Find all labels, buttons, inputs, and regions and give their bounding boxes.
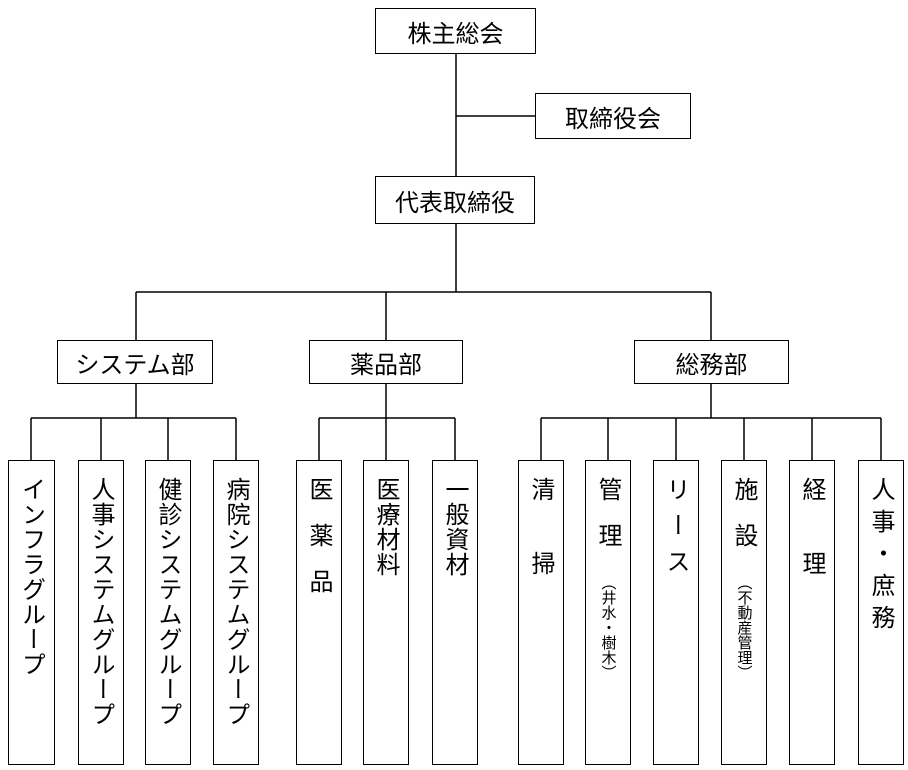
cleaning-label: 清掃 (527, 477, 555, 625)
facility-label: 施設 (730, 477, 758, 569)
medicine-label: 医薬品 (305, 477, 333, 615)
facility-note: （不動産管理） (735, 575, 754, 680)
accounting-label: 経理 (798, 477, 826, 625)
general-affairs-department-label: 総務部 (675, 350, 748, 379)
representative-director-label: 代表取締役 (395, 188, 515, 217)
pharmaceutical-department-label: 薬品部 (350, 350, 422, 379)
cleaning-box: 清掃 (518, 460, 564, 765)
hr-general-affairs-label: 人事・庶務 (867, 477, 895, 637)
hr-system-group-label: 人事システムグループ (87, 477, 115, 727)
lease-box: リース (653, 460, 699, 765)
system-department-box: システム部 (57, 340, 213, 384)
hr-general-affairs-box: 人事・庶務 (858, 460, 904, 765)
management-label: 管理 (594, 477, 622, 569)
shareholders-meeting-box: 株主総会 (375, 8, 536, 54)
system-department-label: システム部 (75, 350, 195, 379)
accounting-box: 経理 (789, 460, 835, 765)
health-checkup-system-group-label: 健診システムグループ (154, 477, 182, 727)
board-of-directors-label: 取締役会 (565, 104, 661, 133)
medicine-box: 医薬品 (296, 460, 342, 765)
shareholders-meeting-label: 株主総会 (407, 19, 504, 48)
lease-label: リース (662, 477, 690, 585)
pharmaceutical-department-box: 薬品部 (309, 340, 463, 384)
general-materials-label: 一般資材 (441, 477, 469, 577)
general-affairs-department-box: 総務部 (634, 340, 789, 384)
representative-director-box: 代表取締役 (375, 176, 535, 224)
infra-group-label: インフラグループ (17, 477, 46, 677)
general-materials-box: 一般資材 (432, 460, 478, 765)
infra-group-box: インフラグループ (8, 460, 55, 765)
hospital-system-group-box: 病院システムグループ (213, 460, 259, 765)
health-checkup-system-group-box: 健診システムグループ (145, 460, 191, 765)
medical-materials-box: 医療材料 (363, 460, 409, 765)
management-note: （井水・樹木） (599, 575, 618, 680)
board-of-directors-box: 取締役会 (535, 93, 691, 139)
medical-materials-label: 医療材料 (372, 477, 400, 577)
management-box: 管理 （井水・樹木） (585, 460, 631, 765)
facility-box: 施設 （不動産管理） (721, 460, 767, 765)
hospital-system-group-label: 病院システムグループ (222, 477, 250, 727)
hr-system-group-box: 人事システムグループ (78, 460, 124, 765)
